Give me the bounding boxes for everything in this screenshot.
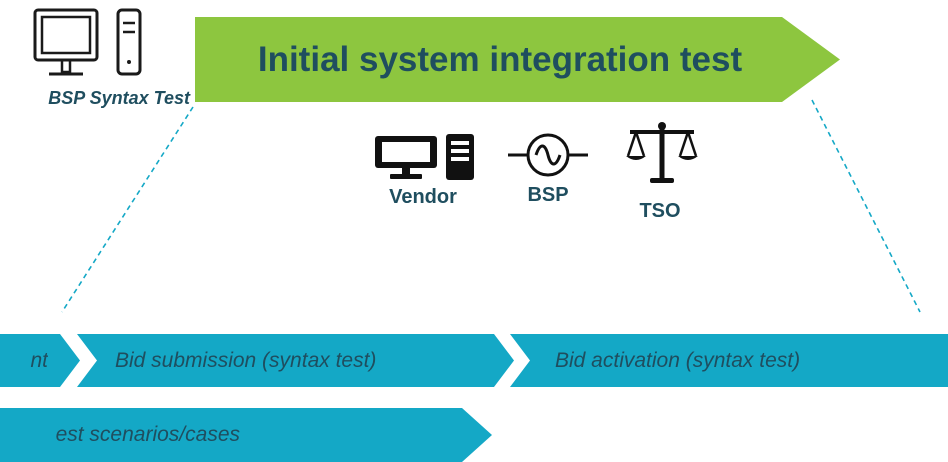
step-label-1: nt bbox=[30, 349, 48, 372]
step-chevron-3 bbox=[510, 334, 948, 387]
banner-title: Initial system integration test bbox=[257, 39, 743, 79]
vendor-label: Vendor bbox=[389, 186, 457, 208]
dashed-line-left bbox=[61, 106, 194, 313]
computer-tower-icon bbox=[33, 8, 142, 76]
ac-source-icon bbox=[508, 133, 588, 177]
test-scenarios-label: est scenarios/cases bbox=[55, 423, 240, 446]
step-label-3: Bid activation (syntax test) bbox=[555, 349, 801, 372]
bsp-label: BSP bbox=[527, 184, 569, 206]
test-scenarios-bar bbox=[0, 408, 492, 462]
dashed-line-right bbox=[811, 99, 921, 313]
scales-icon bbox=[626, 122, 698, 183]
step-chevron-2 bbox=[77, 334, 514, 387]
tso-label: TSO bbox=[639, 200, 681, 222]
banner-arrow bbox=[195, 17, 840, 102]
step-label-2: Bid submission (syntax test) bbox=[115, 349, 377, 372]
step-chevron-1 bbox=[0, 334, 80, 387]
computer-tower-icon bbox=[375, 134, 474, 180]
bsp-syntax-test-label: BSP Syntax Test bbox=[48, 88, 190, 108]
